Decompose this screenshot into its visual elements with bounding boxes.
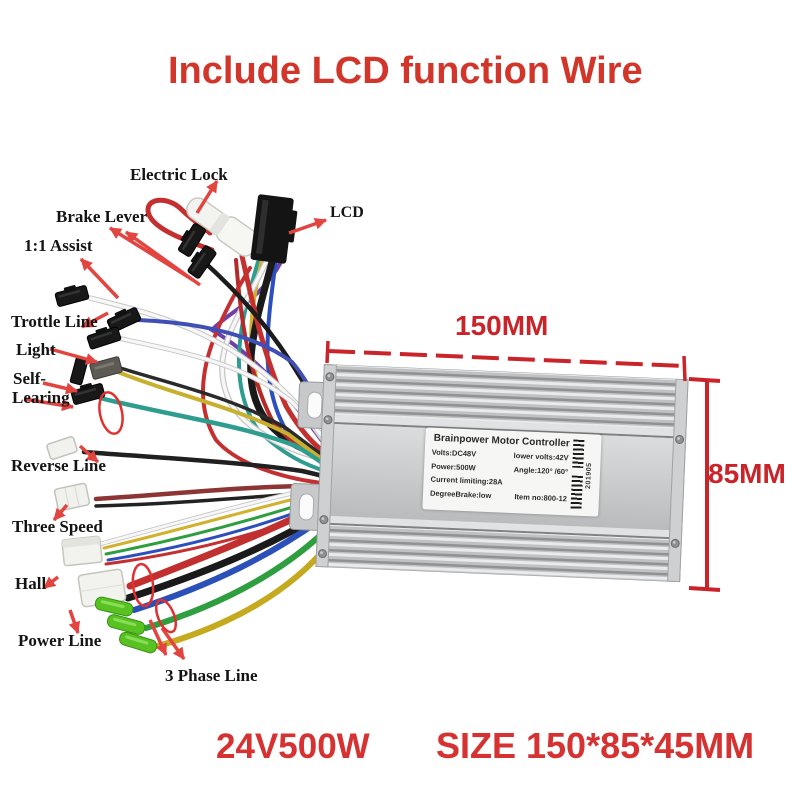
brake-connector [178, 223, 206, 257]
page-title: Include LCD function Wire [168, 50, 643, 92]
connectors [46, 194, 298, 654]
dimension-width-label: 150MM [455, 310, 549, 341]
label-three-phase: 3 Phase Line [165, 666, 258, 685]
assist-connector [54, 285, 90, 307]
three-speed-connector [53, 482, 91, 512]
hall-connector [61, 535, 103, 567]
throttle-connector [86, 326, 122, 350]
dimension-width-line [325, 340, 687, 382]
label-lcd: LCD [330, 204, 364, 221]
annotation-arrows [23, 180, 327, 661]
self-learning-connector [70, 383, 106, 405]
spec-item-no: Item no:800-12 [514, 491, 568, 503]
phase-bullet-connector [106, 614, 146, 635]
dimension-height-label: 85MM [708, 458, 786, 489]
phase-bullet-connector [94, 596, 134, 617]
wire [201, 266, 336, 486]
label-self-learning-1: Self- [13, 369, 47, 388]
label-power: Power Line [18, 631, 102, 650]
label-assist: 1:1 Assist [24, 236, 93, 255]
footer-size: SIZE 150*85*45MM [436, 725, 755, 766]
spec-angle: Angle:120° /60° [513, 464, 569, 476]
power-connector [77, 568, 127, 608]
throttle-connector [106, 307, 142, 333]
lcd-connector [250, 194, 298, 264]
label-light: Light [16, 340, 56, 359]
label-throttle: Trottle Line [11, 312, 98, 331]
footer-rating: 24V500W [216, 727, 370, 766]
reverse-connector [46, 436, 78, 460]
label-reverse: Reverse Line [11, 456, 106, 475]
label-electric-lock: Electric Lock [130, 165, 228, 184]
label-three-speed: Three Speed [12, 517, 103, 536]
spec-degree-brake: DegreeBrake:low [429, 488, 492, 500]
self-learning-connector [69, 356, 89, 386]
controller-spec-sticker: Brainpower Motor Controller Volts:DC48V … [422, 427, 602, 517]
dimension-height-line [688, 377, 721, 592]
spec-serial: 201905 [585, 461, 594, 489]
brake-connector [187, 245, 217, 279]
screws [317, 372, 685, 559]
highlight-ellipses [98, 391, 178, 634]
label-brake-lever: Brake Lever [56, 207, 148, 226]
label-hall: Hall [15, 574, 47, 593]
label-self-learning-2: Learing [12, 388, 70, 407]
wire [81, 449, 341, 483]
spec-code: 201905 [570, 434, 601, 517]
phase-bullet-connector [119, 631, 158, 654]
spec-text: Brainpower Motor Controller Volts:DC48V … [422, 427, 573, 515]
